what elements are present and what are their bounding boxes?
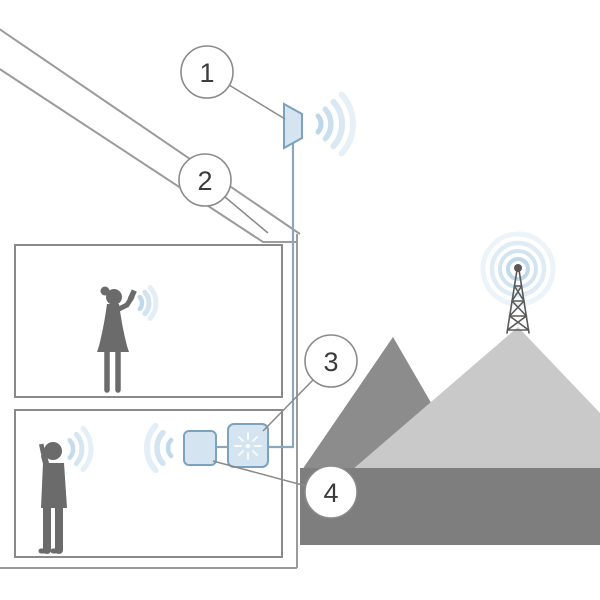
woman-legs: [104, 349, 121, 393]
indoor-signal-waves-icon: [144, 422, 174, 474]
man-silhouette: [38, 425, 94, 554]
callout-1: 1: [180, 45, 234, 99]
indoor-antenna-unit: [183, 430, 217, 466]
light-mountain: [352, 327, 600, 470]
woman-hair-bun: [100, 286, 110, 296]
upper-room: [14, 244, 283, 398]
woman-head: [106, 289, 122, 305]
callout-4: 4: [304, 465, 358, 519]
man-phone-signal-icon: [67, 425, 94, 473]
callouts: 1 2 3 4: [178, 45, 358, 519]
callout-2: 2: [178, 153, 232, 207]
woman-dress: [97, 304, 129, 352]
woman-phone: [127, 289, 137, 301]
callout-1-label: 1: [199, 58, 214, 88]
signal-booster: [227, 423, 269, 468]
mountains: [300, 327, 600, 545]
external-antenna-panel: [283, 102, 303, 150]
booster-burst-icon: [234, 432, 262, 460]
external-antenna: [283, 91, 356, 157]
callout-1-leader: [228, 84, 286, 120]
callout-3: 3: [304, 334, 358, 388]
ground-band: [300, 468, 600, 545]
tower-signal-waves-icon: [480, 231, 556, 307]
man-head: [44, 442, 62, 460]
coax-cable: [268, 138, 295, 449]
callout-3-leader: [262, 379, 314, 432]
man-phone: [39, 443, 46, 455]
tower-lattice: [506, 264, 530, 334]
callout-3-label: 3: [323, 347, 338, 377]
callout-2-leader: [224, 196, 269, 234]
callout-2-label: 2: [197, 166, 212, 196]
callout-4-label: 4: [323, 478, 338, 508]
cell-tower: [480, 231, 556, 334]
man-torso: [41, 463, 67, 508]
indoor-antenna: [144, 422, 217, 474]
tower-antenna-tip: [514, 264, 522, 272]
man-legs: [43, 504, 63, 554]
woman-silhouette: [97, 285, 159, 393]
roof-outer-line: [0, 28, 301, 235]
callout-4-leader: [212, 460, 307, 487]
external-signal-waves-icon: [315, 91, 356, 157]
woman-phone-signal-icon: [137, 285, 159, 321]
roof-inner-line: [0, 68, 297, 243]
